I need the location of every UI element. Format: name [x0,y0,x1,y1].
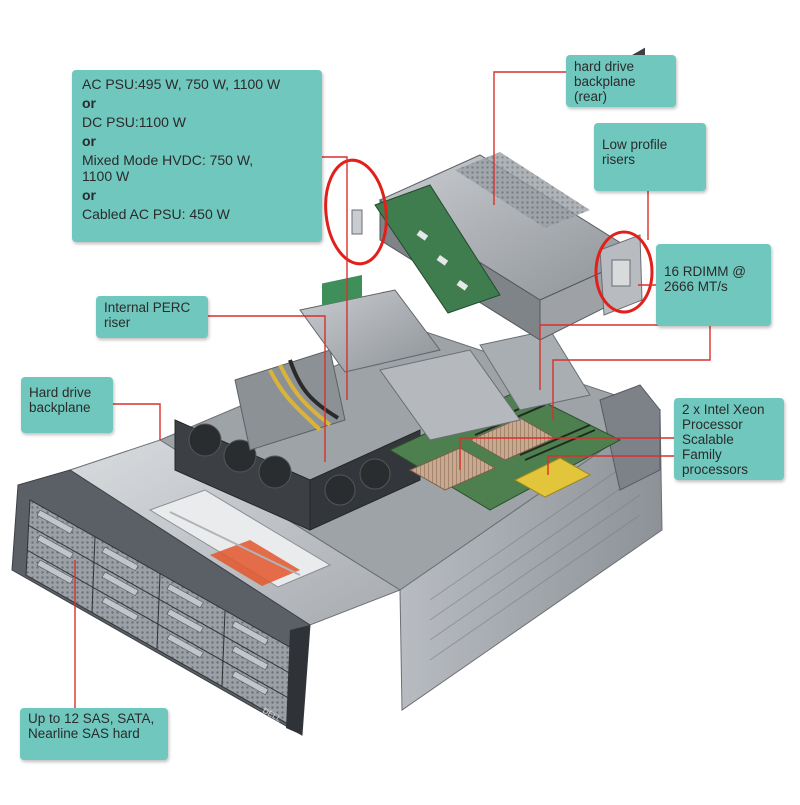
callout-text: Hard drive backplane [29,385,92,415]
callout-hard-drive-backplane: Hard drive backplane [21,377,113,433]
highlight-circle-left [324,158,388,266]
psu-or-1: or [82,95,96,111]
psu-cabled-text: Cabled AC PSU: 450 W [82,206,230,222]
callout-text: Up to 12 SAS, SATA, Nearline SAS hard [28,711,155,741]
callout-sas-drives: Up to 12 SAS, SATA, Nearline SAS hard [20,708,168,760]
psu-bay [234,349,346,451]
callout-rdimm: 16 RDIMM @ 2666 MT/s [656,244,771,326]
callout-hard-drive-backplane-rear: hard drive backplane (rear) [566,55,676,107]
callout-text: Internal PERC riser [104,300,191,330]
callout-low-profile-risers: Low profile risers [594,123,706,191]
psu-dc-text: DC PSU:1100 W [82,114,186,130]
highlight-circle-right [594,230,654,314]
fan-row [174,419,421,531]
callout-internal-perc-riser: Internal PERC riser [96,296,208,338]
callout-xeon-processors: 2 x Intel Xeon Processor Scalable Family… [674,398,784,480]
psu-ac-text: AC PSU:495 W, 750 W, 1100 W [82,76,281,92]
callout-psu: AC PSU:495 W, 750 W, 1100 W or DC PSU:11… [72,70,322,242]
psu-hvdc-text: Mixed Mode HVDC: 750 W, 1100 W [82,152,254,184]
psu-or-2: or [82,133,96,149]
callout-text: 16 RDIMM @ 2666 MT/s [664,264,746,294]
psu-or-3: or [82,187,96,203]
exploded-riser-assembly [351,152,643,341]
callout-text: Low profile risers [602,137,668,167]
motherboard [388,389,622,511]
leader-lines [74,71,711,708]
callout-text: 2 x Intel Xeon Processor Scalable Family… [682,402,765,477]
callout-text: hard drive backplane (rear) [574,59,636,104]
server-chassis: DELL [11,47,663,736]
